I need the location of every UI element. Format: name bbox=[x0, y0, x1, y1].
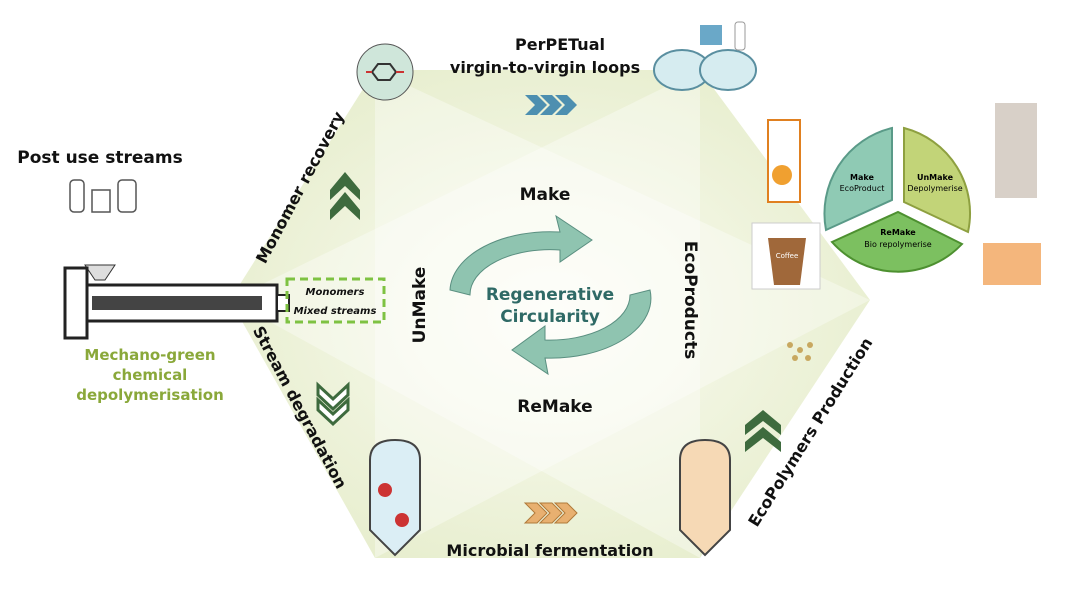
edge-microbial-fermentation: Microbial fermentation bbox=[446, 541, 653, 560]
lifecycle-wheel bbox=[823, 126, 971, 273]
edge-top-line1: PerPETual bbox=[515, 35, 605, 54]
rolled-material-photo bbox=[995, 103, 1037, 198]
benzene-icon bbox=[366, 63, 404, 81]
caption-line1: Mechano-green bbox=[84, 346, 215, 364]
cheese-icon bbox=[983, 243, 1041, 285]
inner-triangle-2 bbox=[230, 70, 700, 558]
caption-line3: depolymerisation bbox=[76, 386, 224, 404]
wheel-unmake-line2: Depolymerise bbox=[907, 184, 962, 193]
wheel-make-line1: Make bbox=[850, 173, 874, 182]
hopper-icon bbox=[84, 264, 116, 281]
post-use-streams-title: Post use streams bbox=[17, 148, 182, 168]
monomer-molecule-icon bbox=[356, 43, 414, 101]
caption-line2: chemical bbox=[113, 366, 188, 384]
extruder-icon bbox=[63, 266, 290, 340]
monomers-box bbox=[285, 277, 386, 324]
chevron-up-right bbox=[745, 410, 781, 452]
label-remake: ReMake bbox=[517, 397, 592, 417]
cycle-arrows bbox=[449, 214, 652, 376]
orange-icon bbox=[772, 165, 792, 185]
label-make: Make bbox=[520, 185, 571, 205]
hexagon-background bbox=[230, 70, 870, 558]
chevron-up-left bbox=[330, 172, 360, 220]
center-title-line1: Regenerative bbox=[486, 285, 614, 305]
fermenter-right-icon bbox=[679, 438, 731, 557]
chevron-bottom bbox=[523, 502, 578, 524]
wheel-unmake-line1: UnMake bbox=[917, 173, 954, 182]
bottles-icons bbox=[69, 179, 137, 213]
box-mixed-streams: Mixed streams bbox=[294, 306, 377, 317]
edge-top-line2: virgin-to-virgin loops bbox=[450, 58, 640, 77]
tshirt-icon bbox=[700, 25, 722, 45]
label-ecoproducts: EcoProducts bbox=[680, 241, 700, 360]
coffee-cup-icon bbox=[768, 238, 806, 285]
juice-carton-icon bbox=[767, 119, 801, 203]
coffee-cup-label: Coffee bbox=[776, 252, 799, 260]
pellets-icon bbox=[787, 342, 813, 361]
center-title-line2: Circularity bbox=[500, 307, 600, 327]
wheel-remake-line1: ReMake bbox=[880, 228, 916, 237]
chevron-top bbox=[525, 95, 577, 115]
bottle-icon bbox=[734, 21, 746, 51]
fermenter-left-icon bbox=[369, 438, 421, 557]
infinity-right-loop bbox=[699, 49, 757, 91]
wheel-make-line2: EcoProduct bbox=[840, 184, 885, 193]
label-unmake: UnMake bbox=[410, 267, 430, 344]
box-monomers: Monomers bbox=[306, 287, 365, 298]
wheel-remake-line2: Bio repolymerise bbox=[864, 240, 932, 249]
chevron-down-left bbox=[316, 381, 350, 427]
